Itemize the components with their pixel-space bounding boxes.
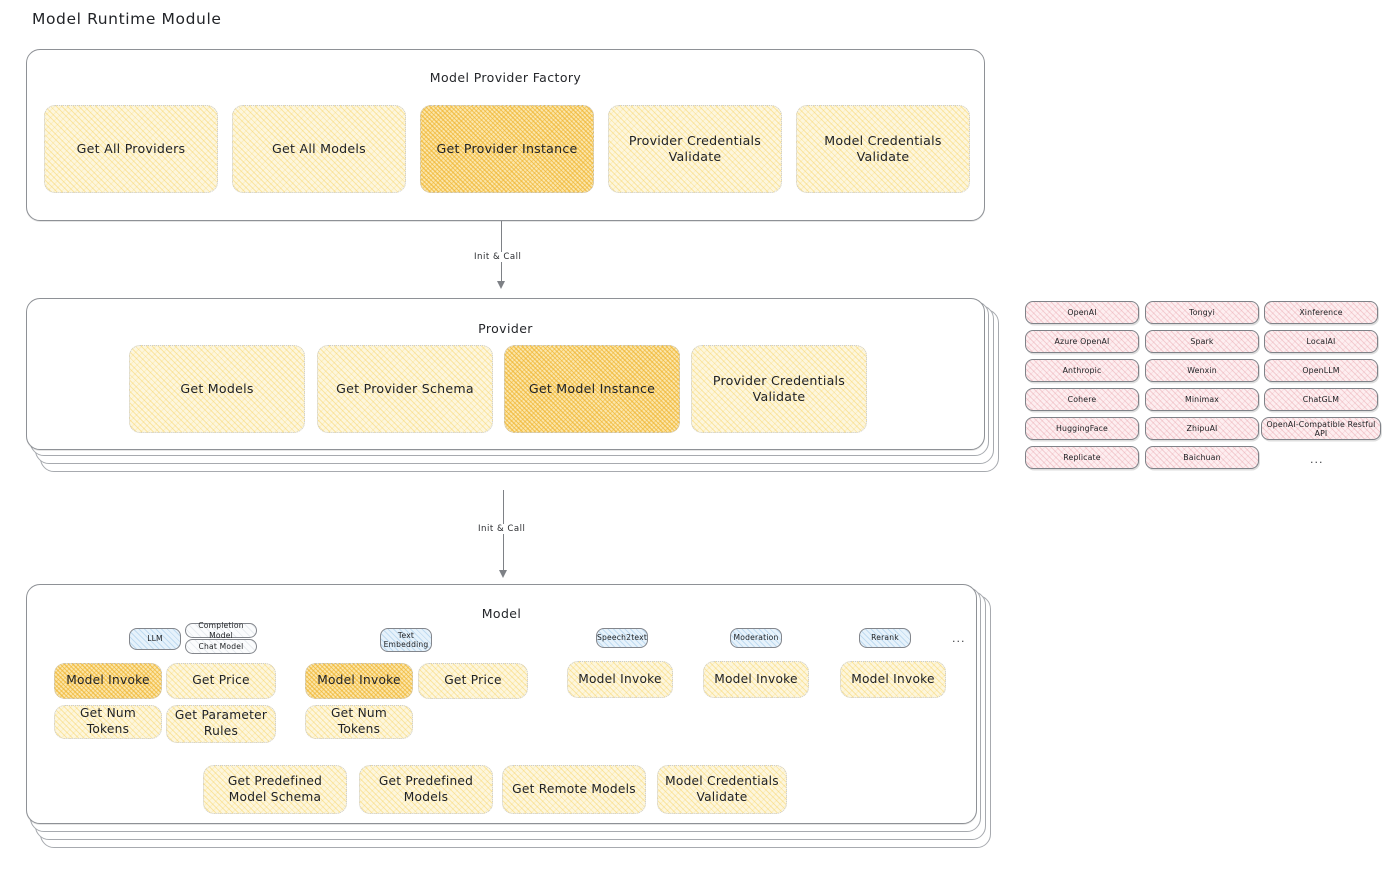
model-type-moderation[interactable]: Moderation	[730, 628, 782, 648]
provider-pill-minimax[interactable]: Minimax	[1145, 388, 1259, 411]
model-type-speech2text[interactable]: Speech2text	[596, 628, 648, 648]
factory-title: Model Provider Factory	[429, 70, 582, 85]
provider-pill-baichuan[interactable]: Baichuan	[1145, 446, 1259, 469]
factory-item-get-all-providers[interactable]: Get All Providers	[44, 105, 218, 193]
provider-pill-wenxin[interactable]: Wenxin	[1145, 359, 1259, 382]
text-embedding-method-model-invoke[interactable]: Model Invoke	[305, 663, 413, 699]
model-common-get-predefined-model-schema[interactable]: Get Predefined Model Schema	[203, 765, 347, 814]
model-type-text-embedding[interactable]: Text Embedding	[380, 628, 432, 652]
model-common-get-remote-models[interactable]: Get Remote Models	[502, 765, 646, 814]
provider-item-get-models[interactable]: Get Models	[129, 345, 305, 433]
model-type-llm-badge-completion-model[interactable]: Completion Model	[185, 621, 257, 640]
model-common-model-credentials-validate[interactable]: Model Credentials Validate	[657, 765, 787, 814]
provider-pill-openllm[interactable]: OpenLLM	[1264, 359, 1378, 382]
page-title: Model Runtime Module	[32, 10, 222, 28]
model-title: Model	[481, 606, 522, 621]
arrow-1-label: Init & Call	[470, 252, 526, 262]
factory-item-provider-credentials-validate[interactable]: Provider Credentials Validate	[608, 105, 782, 193]
text-embedding-method-get-num-tokens[interactable]: Get Num Tokens	[305, 705, 413, 739]
provider-pill-openai[interactable]: OpenAI	[1025, 301, 1139, 324]
provider-pill-localai[interactable]: LocalAI	[1264, 330, 1378, 353]
provider-pill-xinference[interactable]: Xinference	[1264, 301, 1378, 324]
provider-pill-tongyi[interactable]: Tongyi	[1145, 301, 1259, 324]
llm-method-model-invoke[interactable]: Model Invoke	[54, 663, 162, 699]
llm-method-get-parameter-rules[interactable]: Get Parameter Rules	[166, 705, 276, 743]
factory-item-get-provider-instance[interactable]: Get Provider Instance	[420, 105, 594, 193]
provider-item-get-model-instance[interactable]: Get Model Instance	[504, 345, 680, 433]
factory-item-get-all-models[interactable]: Get All Models	[232, 105, 406, 193]
factory-item-model-credentials-validate[interactable]: Model Credentials Validate	[796, 105, 970, 193]
provider-pill-cohere[interactable]: Cohere	[1025, 388, 1139, 411]
provider-item-get-provider-schema[interactable]: Get Provider Schema	[317, 345, 493, 433]
arrow-2-head	[499, 570, 507, 578]
provider-pill-replicate[interactable]: Replicate	[1025, 446, 1139, 469]
provider-pill-spark[interactable]: Spark	[1145, 330, 1259, 353]
model-panel: Model	[26, 584, 977, 824]
moderation-method-model-invoke[interactable]: Model Invoke	[703, 661, 809, 698]
provider-item-provider-credentials-validate[interactable]: Provider Credentials Validate	[691, 345, 867, 433]
provider-list-more: ...	[1310, 453, 1324, 466]
llm-method-get-price[interactable]: Get Price	[166, 663, 276, 699]
provider-pill-zhipuai[interactable]: ZhipuAI	[1145, 417, 1259, 440]
provider-pill-openai-compatible-restful-api[interactable]: OpenAI-Compatible Restful API	[1261, 417, 1381, 440]
model-type-llm-badge-chat-model[interactable]: Chat Model	[185, 639, 257, 654]
text-embedding-method-get-price[interactable]: Get Price	[418, 663, 528, 699]
provider-pill-anthropic[interactable]: Anthropic	[1025, 359, 1139, 382]
provider-pill-huggingface[interactable]: HuggingFace	[1025, 417, 1139, 440]
arrow-1-head	[497, 281, 505, 289]
llm-method-get-num-tokens[interactable]: Get Num Tokens	[54, 705, 162, 739]
speech2text-method-model-invoke[interactable]: Model Invoke	[567, 661, 673, 698]
model-types-more: ...	[952, 632, 966, 645]
model-type-rerank[interactable]: Rerank	[859, 628, 911, 648]
arrow-2-label: Init & Call	[474, 524, 530, 534]
provider-pill-chatglm[interactable]: ChatGLM	[1264, 388, 1378, 411]
rerank-method-model-invoke[interactable]: Model Invoke	[840, 661, 946, 698]
model-common-get-predefined-models[interactable]: Get Predefined Models	[359, 765, 493, 814]
model-type-llm[interactable]: LLM	[129, 628, 181, 650]
provider-pill-azure-openai[interactable]: Azure OpenAI	[1025, 330, 1139, 353]
provider-title: Provider	[478, 321, 533, 336]
